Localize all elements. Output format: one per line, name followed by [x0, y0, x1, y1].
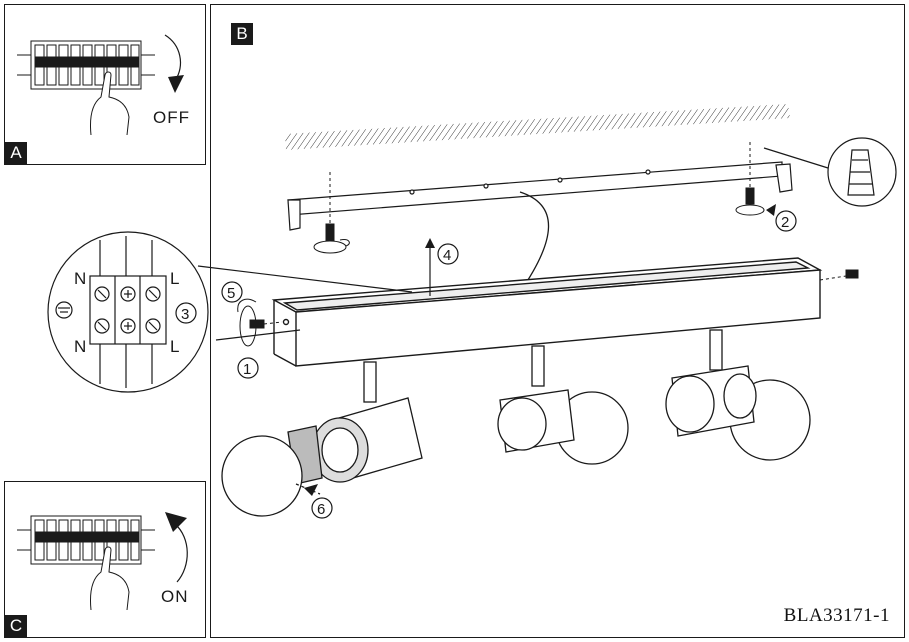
- terminal-n-top: N: [74, 269, 86, 288]
- state-off-label: OFF: [153, 108, 190, 127]
- panel-a: OFF A: [4, 4, 206, 165]
- model-code: BLA33171-1: [783, 605, 890, 626]
- arrow-up-icon: [165, 512, 187, 532]
- panel-c-tag: C: [5, 615, 27, 637]
- panel-b-tag: B: [231, 23, 253, 45]
- panel-a-tag: A: [5, 142, 27, 164]
- breaker-off-illustration: OFF: [17, 34, 190, 136]
- ground-icon: [55, 301, 73, 319]
- breaker-on-illustration: ON: [17, 512, 189, 611]
- panel-b: B BLA33171-1: [210, 4, 905, 638]
- terminal-l-top: L: [170, 269, 179, 288]
- terminal-l-bottom: L: [170, 337, 179, 356]
- terminal-n-bottom: N: [74, 337, 86, 356]
- step-3: 3: [181, 306, 189, 323]
- state-on-label: ON: [161, 587, 189, 606]
- panel-c: ON C: [4, 481, 206, 638]
- arrow-down-icon: [168, 75, 184, 93]
